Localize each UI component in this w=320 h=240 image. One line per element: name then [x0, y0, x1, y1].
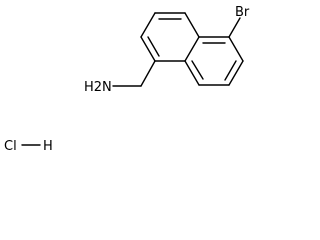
methylene-bond — [140, 60, 156, 87]
amine-label: H2N — [84, 80, 112, 95]
bromo-bond — [228, 17, 241, 38]
bond — [184, 36, 200, 62]
bond — [140, 12, 156, 38]
double-bond — [147, 36, 160, 57]
hydrogen-label: H — [43, 139, 53, 154]
double-bond — [224, 60, 237, 81]
bond — [140, 36, 156, 62]
bromine-label: Br — [235, 5, 250, 20]
bond — [228, 36, 244, 62]
bond — [228, 60, 244, 86]
double-bond — [191, 60, 204, 80]
bond — [184, 60, 200, 86]
right-ring — [184, 36, 244, 86]
chemical-structure: Br H2N Cl H — [4, 5, 250, 154]
chlorine-label: Cl — [4, 139, 17, 154]
left-ring — [140, 12, 200, 62]
bond — [184, 12, 200, 38]
